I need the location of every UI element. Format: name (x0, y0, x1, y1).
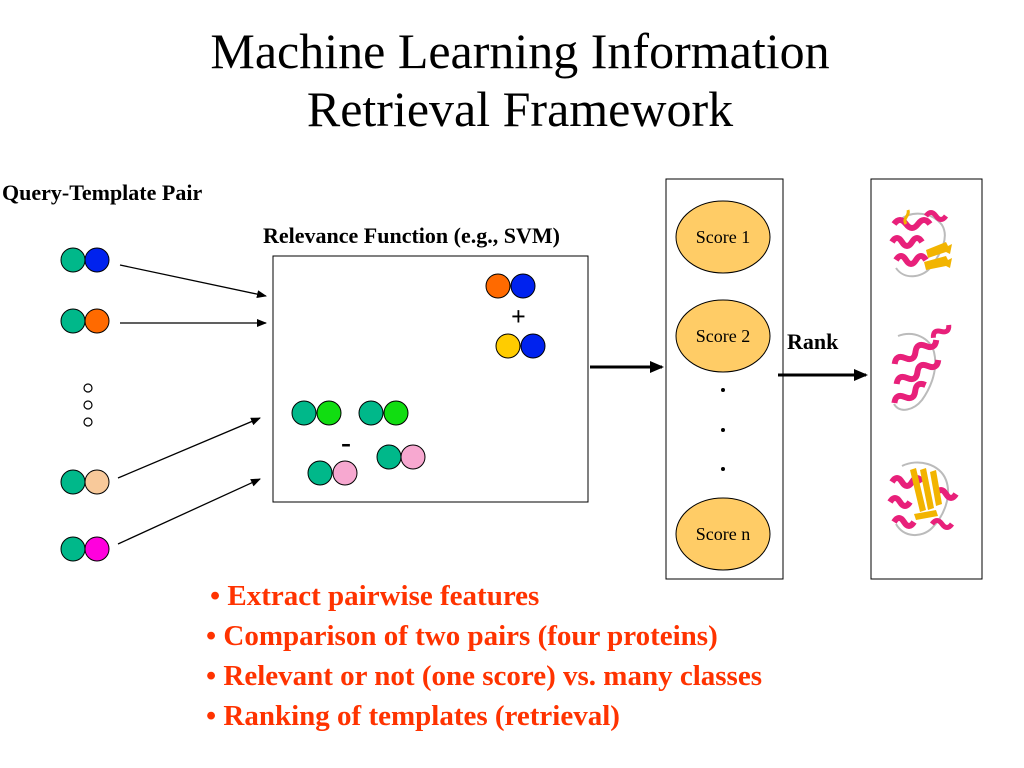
score-list: Score 1 Score 2 Score n (675, 200, 771, 571)
protein-circle (316, 400, 342, 426)
score-label: Score n (696, 524, 750, 544)
query-protein-circle (60, 536, 86, 562)
protein-circle (307, 460, 333, 486)
protein-circle (358, 400, 384, 426)
relevance-function-box (272, 255, 589, 503)
protein-circle (400, 444, 426, 470)
score-ellipse-1 (675, 200, 771, 274)
title-line-1: Machine Learning Information (210, 23, 830, 79)
protein-circle (520, 333, 546, 359)
query-template-pair-label: Query-Template Pair (2, 180, 203, 205)
protein-circle (291, 400, 317, 426)
protein-structure-2-icon (891, 324, 952, 411)
bullet-item-4: • Ranking of templates (retrieval) (206, 700, 620, 732)
query-pair-3 (60, 469, 110, 495)
protein-structure-1-icon (889, 209, 952, 278)
positive-examples: + (485, 273, 546, 359)
template-protein-circle (84, 308, 110, 334)
bullet-item-1: • Extract pairwise features (210, 580, 540, 612)
score-ellipse-2 (675, 299, 771, 373)
bullet-item-2: • Comparison of two pairs (four proteins… (206, 620, 718, 652)
query-pair-4 (60, 536, 110, 562)
plus-sign: + (511, 302, 526, 331)
template-protein-circle (84, 469, 110, 495)
protein-structure-3-icon (887, 461, 959, 536)
arrow-icon (117, 417, 261, 479)
rank-label: Rank (787, 329, 839, 354)
query-protein-circle (60, 308, 86, 334)
score-ellipsis-icon (721, 388, 725, 471)
negative-examples: - (291, 400, 426, 486)
vertical-ellipsis-icon (83, 383, 93, 427)
protein-circle (332, 460, 358, 486)
relevance-function-label: Relevance Function (e.g., SVM) (263, 223, 560, 248)
query-pair-list (60, 247, 110, 562)
bullet-item-3: • Relevant or not (one score) vs. many c… (206, 660, 762, 692)
protein-circle (376, 444, 402, 470)
protein-circle (495, 333, 521, 359)
query-pair-2 (60, 308, 110, 334)
query-pair-1 (60, 247, 110, 273)
protein-circle (485, 273, 511, 299)
input-arrows (117, 264, 267, 545)
title-line-2: Retrieval Framework (306, 81, 734, 137)
minus-sign: - (341, 426, 351, 459)
query-protein-circle (60, 247, 86, 273)
arrow-icon (117, 478, 261, 545)
protein-circle (383, 400, 409, 426)
ranked-templates-box (870, 178, 983, 580)
protein-circle (510, 273, 536, 299)
score-ellipse-n (675, 497, 771, 571)
page-title: Machine Learning Information Retrieval F… (0, 22, 1024, 138)
template-protein-circle (84, 247, 110, 273)
template-protein-circle (84, 536, 110, 562)
score-label: Score 1 (696, 227, 750, 247)
query-protein-circle (60, 469, 86, 495)
arrow-icon (119, 264, 267, 299)
score-label: Score 2 (696, 326, 750, 346)
